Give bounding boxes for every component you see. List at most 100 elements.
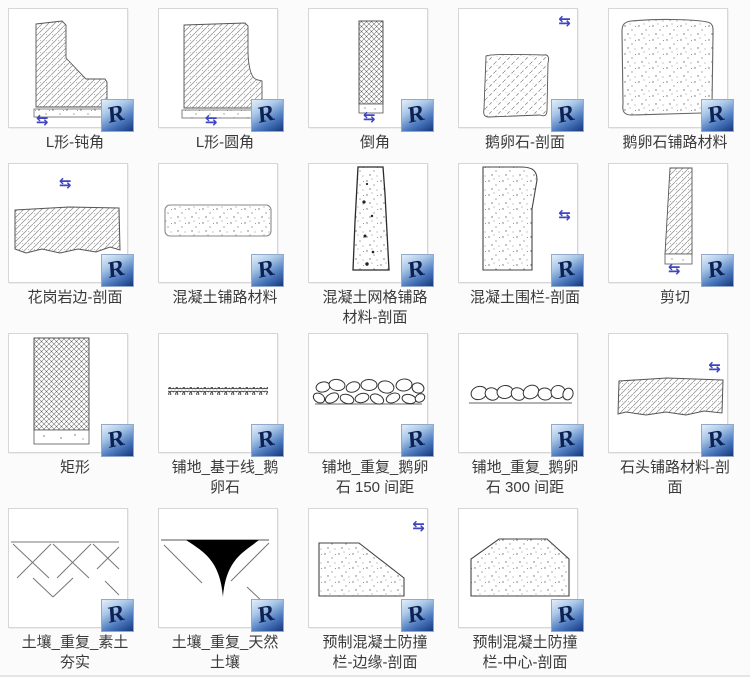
flip-arrows-icon: ⇆ (412, 517, 425, 535)
family-name-label: 石头铺路材料-剖面 (620, 459, 730, 496)
family-name-label: 铺地_重复_鹅卵石 150 间距 (321, 459, 429, 496)
thumbnail-drawing (312, 378, 426, 405)
family-thumbnail[interactable]: ⇆ R (608, 163, 734, 287)
revit-file-icon: R (101, 99, 134, 132)
family-item-concrete-paving[interactable]: R 混凝土铺路材料 (150, 163, 300, 333)
family-name-label: 鹅卵石铺路材料 (622, 134, 728, 151)
family-item-l-blunt[interactable]: ⇆ R L形-钝角 (0, 0, 150, 163)
family-thumbnail[interactable]: R (308, 333, 434, 457)
family-item-shear[interactable]: ⇆ R 剪切 (600, 163, 750, 333)
family-thumbnail[interactable]: ⇆ R (8, 8, 134, 132)
family-item-concrete-grid-paving[interactable]: R 混凝土网格铺路材料-剖面 (300, 163, 450, 333)
family-item-cobble-paving[interactable]: R 鹅卵石铺路材料 (600, 0, 750, 163)
family-item-paving-repeat-cobble-300[interactable]: R 铺地_重复_鹅卵石 300 间距 (450, 333, 600, 508)
flip-arrows-icon: ⇆ (205, 111, 218, 129)
family-thumbnail[interactable]: R (8, 508, 134, 632)
revit-file-icon: R (551, 99, 584, 132)
revit-file-icon: R (401, 254, 434, 287)
revit-file-icon: R (701, 254, 734, 287)
family-thumbnail[interactable]: R (458, 508, 584, 632)
family-item-rectangle[interactable]: R 矩形 (0, 333, 150, 508)
thumbnail-drawing (181, 22, 265, 119)
revit-file-icon: R (251, 424, 284, 457)
family-name-label: L形-圆角 (195, 134, 255, 151)
revit-file-icon: R (251, 599, 284, 632)
family-item-paving-line-cobble[interactable]: R 铺地_基于线_鹅卵石 (150, 333, 300, 508)
flip-arrows-icon: ⇆ (558, 206, 571, 224)
family-thumbnail[interactable]: ⇆ R (158, 8, 284, 132)
thumbnail-drawing (352, 166, 390, 271)
flip-arrows-icon: ⇆ (708, 358, 721, 376)
family-thumbnail[interactable]: R (608, 8, 734, 132)
flip-arrows-icon: ⇆ (668, 260, 681, 278)
thumbnail-drawing (483, 53, 549, 118)
family-thumbnail[interactable]: R (158, 163, 284, 287)
family-item-cobble-section[interactable]: ⇆ R 鹅卵石-剖面 (450, 0, 600, 163)
family-thumbnail[interactable]: ⇆ R (308, 508, 434, 632)
family-thumbnail[interactable]: R (308, 163, 434, 287)
thumbnail-drawing (164, 204, 272, 237)
family-item-l-round[interactable]: ⇆ R L形-圆角 (150, 0, 300, 163)
family-thumbnail[interactable]: ⇆ R (608, 333, 734, 457)
thumbnail-drawing (14, 206, 121, 254)
flip-arrows-icon: ⇆ (36, 111, 49, 129)
family-item-concrete-fence-section[interactable]: ⇆ R 混凝土围栏-剖面 (450, 163, 600, 333)
family-name-label: 矩形 (59, 459, 90, 476)
grid-empty-slot (600, 508, 750, 677)
revit-file-icon: R (401, 424, 434, 457)
revit-file-icon: R (701, 424, 734, 457)
family-name-label: 土壤_重复_天然土壤 (171, 634, 279, 671)
family-item-soil-natural[interactable]: R 土壤_重复_天然土壤 (150, 508, 300, 677)
family-item-chamfer[interactable]: ⇆ R 倒角 (300, 0, 450, 163)
family-thumbnail[interactable]: R (158, 508, 284, 632)
family-name-label: 预制混凝土防撞栏-中心-剖面 (472, 634, 578, 671)
family-name-label: 混凝土网格铺路材料-剖面 (322, 289, 428, 326)
family-thumbnail[interactable]: R (458, 333, 584, 457)
flip-arrows-icon: ⇆ (558, 12, 571, 30)
family-name-label: 土壤_重复_素土夯实 (21, 634, 129, 671)
family-item-stone-paving-section[interactable]: ⇆ R 石头铺路材料-剖面 (600, 333, 750, 508)
revit-file-icon: R (101, 424, 134, 457)
family-name-label: L形-钝角 (45, 134, 105, 151)
family-thumbnail[interactable]: R (8, 333, 134, 457)
family-item-granite-edge[interactable]: ⇆ R 花岗岩边-剖面 (0, 163, 150, 333)
family-name-label: 混凝土围栏-剖面 (470, 289, 580, 306)
revit-file-icon: R (551, 254, 584, 287)
grid-row-3: R 矩形 R 铺地_基于线_鹅卵石 (0, 333, 750, 508)
revit-file-icon: R (701, 99, 734, 132)
family-item-barrier-edge-section[interactable]: ⇆ R 预制混凝土防撞栏-边缘-剖面 (300, 508, 450, 677)
thumbnail-drawing (33, 337, 90, 445)
thumbnail-drawing (469, 384, 574, 404)
family-name-label: 倒角 (359, 134, 390, 151)
family-name-label: 花岗岩边-剖面 (27, 289, 123, 306)
family-item-soil-compacted[interactable]: R 土壤_重复_素土夯实 (0, 508, 150, 677)
revit-file-icon: R (551, 599, 584, 632)
family-name-label: 混凝土铺路材料 (172, 289, 278, 306)
revit-file-icon: R (101, 599, 134, 632)
family-thumbnail[interactable]: ⇆ R (308, 8, 434, 132)
grid-row-1: ⇆ R L形-钝角 ⇆ R L形-圆角 (0, 0, 750, 163)
family-name-label: 鹅卵石-剖面 (485, 134, 565, 151)
family-item-barrier-center-section[interactable]: R 预制混凝土防撞栏-中心-剖面 (450, 508, 600, 677)
thumbnail-drawing (358, 20, 384, 114)
thumbnail-drawing (318, 542, 405, 597)
family-name-label: 剪切 (659, 289, 690, 306)
family-name-label: 铺地_重复_鹅卵石 300 间距 (471, 459, 579, 496)
family-thumbnail[interactable]: ⇆ R (458, 163, 584, 287)
thumbnail-drawing (470, 538, 570, 597)
thumbnail-drawing (482, 166, 538, 271)
revit-file-icon: R (101, 254, 134, 287)
thumbnail-drawing (617, 377, 724, 416)
grid-row-4: R 土壤_重复_素土夯实 R 土壤_重复_天然土壤 (0, 508, 750, 677)
family-item-paving-repeat-cobble-150[interactable]: R 铺地_重复_鹅卵石 150 间距 (300, 333, 450, 508)
family-name-label: 铺地_基于线_鹅卵石 (171, 459, 279, 496)
revit-file-icon: R (251, 254, 284, 287)
family-thumbnail[interactable]: R (158, 333, 284, 457)
family-thumbnail[interactable]: ⇆ R (458, 8, 584, 132)
flip-arrows-icon: ⇆ (59, 174, 72, 192)
family-thumbnail[interactable]: ⇆ R (8, 163, 134, 287)
family-name-label: 预制混凝土防撞栏-边缘-剖面 (322, 634, 428, 671)
revit-file-icon: R (401, 99, 434, 132)
revit-file-icon: R (551, 424, 584, 457)
